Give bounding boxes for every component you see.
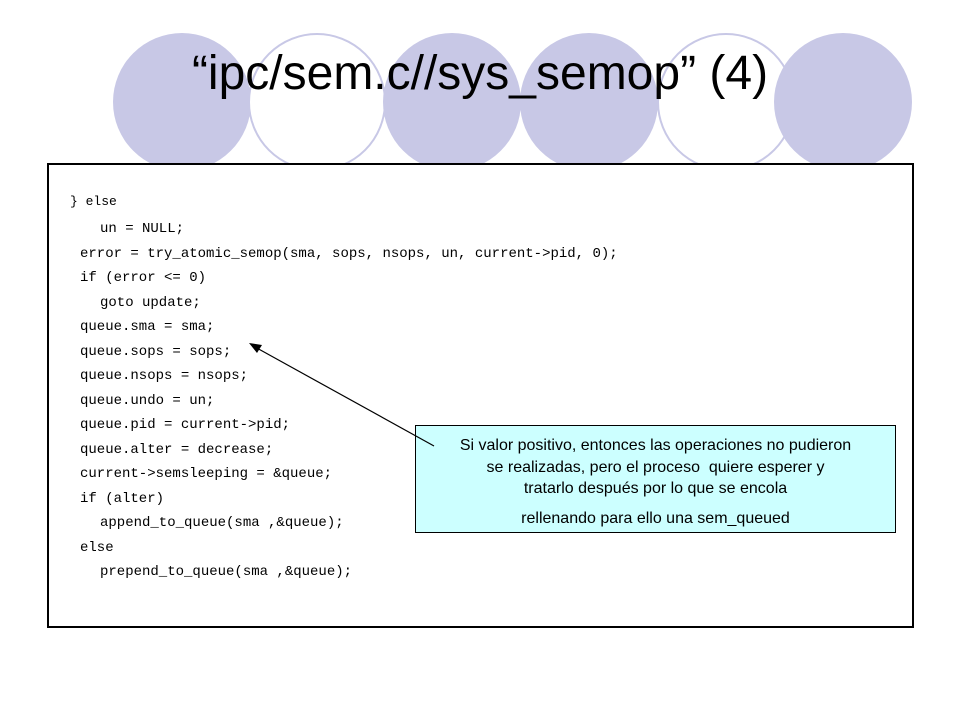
code-line: queue.sma = sma;: [80, 319, 215, 335]
decor-circle-1: [113, 33, 251, 171]
callout-line: tratarlo después por lo que se encola: [523, 480, 788, 497]
decor-circle-2: [248, 33, 386, 171]
decor-circle-4: [520, 33, 658, 171]
decor-circle-5: [657, 33, 795, 171]
code-line: if (error <= 0): [80, 270, 207, 286]
slide-title: “ipc/sem.c//sys_semop” (4): [191, 47, 769, 100]
callout-line: Si valor positivo, entonces las operacio…: [459, 437, 852, 454]
callout-line: se realizadas, pero el proceso quiere es…: [486, 459, 825, 476]
code-line: } else: [70, 194, 117, 209]
code-line: current->semsleeping = &queue;: [80, 466, 333, 482]
code-line: queue.sops = sops;: [80, 344, 232, 360]
code-line: queue.undo = un;: [80, 393, 215, 409]
code-line: append_to_queue(sma ,&queue);: [100, 515, 344, 531]
code-line: if (alter): [80, 491, 165, 507]
code-line: goto update;: [100, 295, 201, 311]
annotation-callout: Si valor positivo, entonces las operacio…: [415, 425, 896, 533]
code-line: queue.alter = decrease;: [80, 442, 274, 458]
code-line: queue.pid = current->pid;: [80, 417, 291, 433]
decor-circle-6: [774, 33, 912, 171]
code-line: prepend_to_queue(sma ,&queue);: [100, 564, 353, 580]
callout-line: rellenando para ello una sem_queued: [521, 510, 790, 527]
code-line: error = try_atomic_semop(sma, sops, nsop…: [80, 246, 618, 262]
code-line: queue.nsops = nsops;: [80, 368, 249, 384]
code-line: else: [80, 540, 114, 556]
code-box: } else un = NULL; error = try_atomic_sem…: [47, 163, 914, 628]
code-line: un = NULL;: [100, 221, 185, 237]
decor-circle-3: [383, 33, 521, 171]
